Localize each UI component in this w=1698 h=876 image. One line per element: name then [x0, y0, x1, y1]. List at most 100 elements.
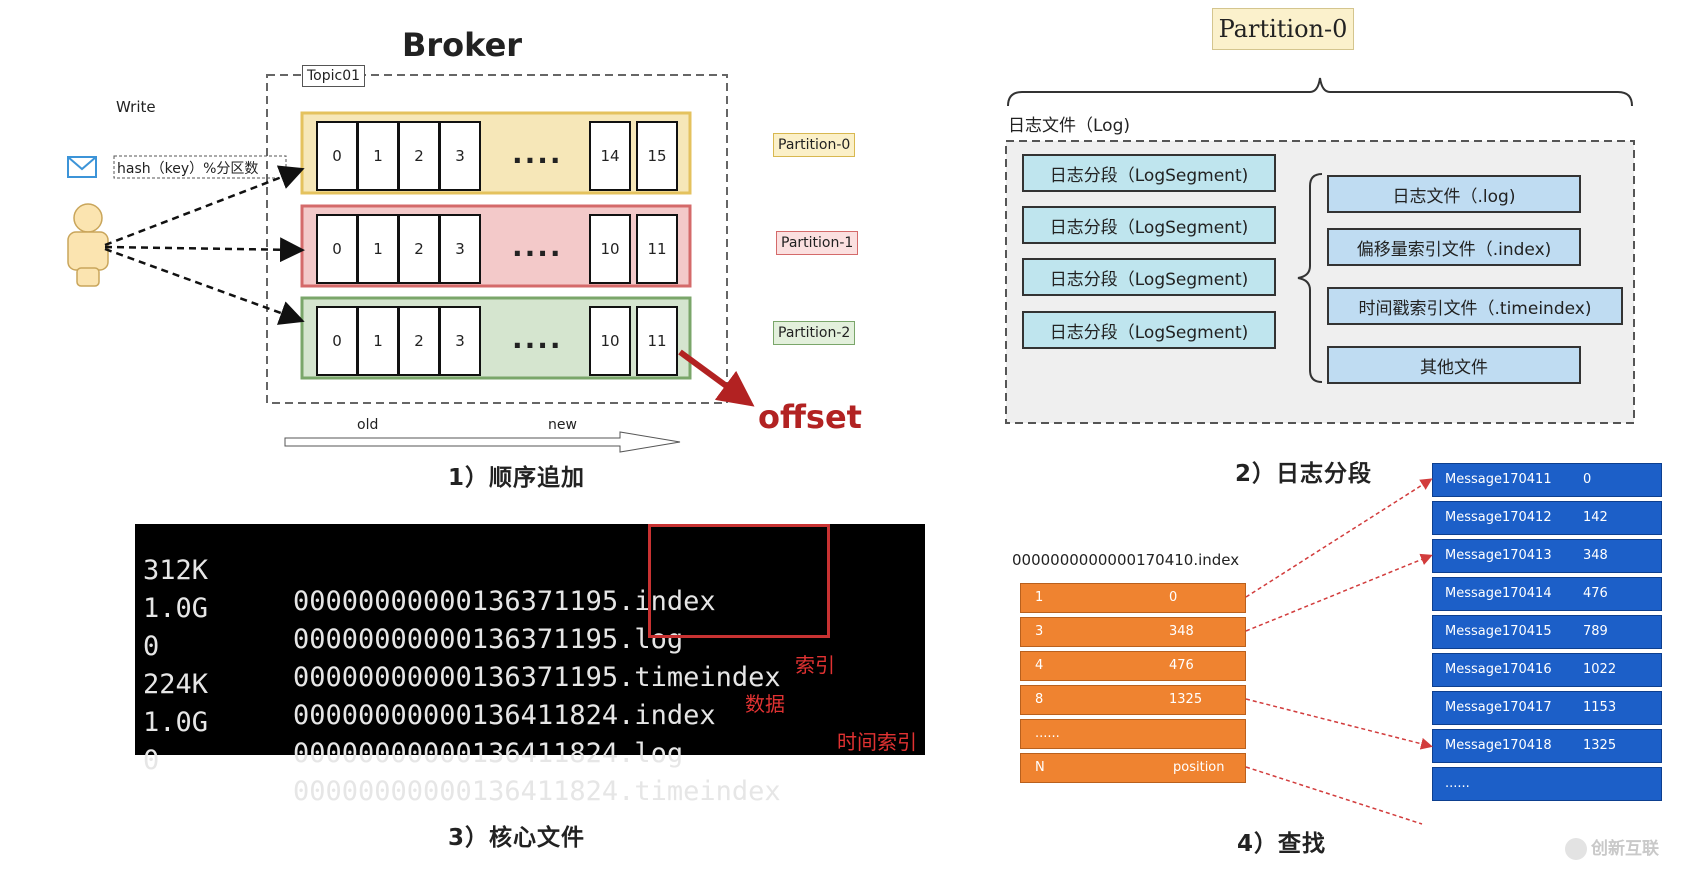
index-relative-offset: N [1035, 760, 1045, 775]
user-legs [76, 267, 100, 287]
write-arrow-2 [104, 247, 305, 325]
cell: 3 [439, 121, 481, 191]
partition-0-label: Partition-0 [773, 133, 856, 157]
message-position: 142 [1583, 510, 1608, 525]
index-relative-offset: 4 [1035, 658, 1044, 673]
index-relative-offset: 3 [1035, 624, 1044, 639]
message-name: ...... [1445, 776, 1470, 791]
email-icon [67, 156, 97, 178]
ellipsis: .... [512, 137, 563, 170]
file-other: 其他文件 [1327, 346, 1581, 384]
highlight-box [648, 524, 830, 638]
write-arrow-1 [104, 237, 305, 263]
message-row: Message170414 476 [1432, 577, 1662, 611]
cell: 2 [398, 214, 440, 284]
partition-1-label: Partition-1 [776, 231, 859, 255]
file-log: 日志文件（.log) [1327, 175, 1581, 213]
watermark-logo: 创新互联 [1565, 834, 1659, 860]
index-row: 3 348 [1020, 617, 1246, 647]
cell: 1 [357, 306, 399, 376]
message-name: Message170416 [1445, 662, 1552, 677]
file-size: 1.0G [143, 593, 209, 624]
cell: 11 [636, 214, 678, 284]
file-row: 0 00000000000136371195.timeindex [143, 600, 781, 693]
new-label: new [548, 417, 577, 433]
message-name: Message170418 [1445, 738, 1552, 753]
index-relative-offset: ...... [1035, 726, 1060, 741]
log-segment: 日志分段（LogSegment) [1022, 154, 1276, 192]
old-new-arrow [284, 431, 681, 453]
message-name: Message170415 [1445, 624, 1552, 639]
message-name: Message170414 [1445, 586, 1552, 601]
offset-label: offset [758, 398, 862, 436]
message-position: 1153 [1583, 700, 1617, 715]
file-size: 224K [143, 669, 209, 700]
cell: 14 [589, 121, 631, 191]
index-position: position [1173, 760, 1225, 775]
topic-label: Topic01 [302, 65, 366, 87]
file-row: 312K 00000000000136371195.index [143, 524, 716, 617]
index-position: 476 [1169, 658, 1194, 673]
caption-log-segments: 2）日志分段 [1235, 461, 1373, 487]
cell: 10 [589, 306, 631, 376]
file-name: 00000000000136371195.log [293, 624, 684, 655]
index-position: 1325 [1169, 692, 1203, 707]
log-segment: 日志分段（LogSegment) [1022, 311, 1276, 349]
index-file-name: 0000000000000170410.index [1012, 551, 1240, 569]
old-label: old [357, 417, 379, 433]
file-name: 00000000000136371195.timeindex [293, 662, 781, 693]
message-name: Message170417 [1445, 700, 1552, 715]
message-position: 1325 [1583, 738, 1617, 753]
watermark-icon [1565, 838, 1587, 860]
message-position: 789 [1583, 624, 1608, 639]
index-position: 0 [1169, 590, 1178, 605]
message-row: Message170417 1153 [1432, 691, 1662, 725]
cell: 15 [636, 121, 678, 191]
index-row: ...... [1020, 719, 1246, 749]
file-row: 1.0G 00000000000136411824.log [143, 676, 683, 769]
message-row: Message170415 789 [1432, 615, 1662, 649]
cell: 3 [439, 306, 481, 376]
lookup-arrow [1245, 766, 1423, 825]
file-index: 偏移量索引文件（.index) [1327, 228, 1581, 266]
message-position: 0 [1583, 472, 1592, 487]
index-position: 348 [1169, 624, 1194, 639]
file-timeindex: 时间戳索引文件（.timeindex) [1327, 287, 1623, 325]
log-segment: 日志分段（LogSegment) [1022, 258, 1276, 296]
cell: 2 [398, 306, 440, 376]
message-position: 1022 [1583, 662, 1617, 677]
file-name: 00000000000136411824.log [293, 738, 684, 769]
file-row: 1.0G 00000000000136371195.log [143, 562, 683, 655]
message-position: 348 [1583, 548, 1608, 563]
annotation-data: 数据 [745, 692, 785, 716]
partition-0-header: Partition-0 [1212, 8, 1354, 50]
message-row: Message170411 0 [1432, 463, 1662, 497]
message-name: Message170411 [1445, 472, 1552, 487]
log-label: 日志文件（Log) [1008, 116, 1130, 136]
terminal-listing: 312K 00000000000136371195.index 1.0G 000… [135, 524, 925, 807]
partition-2-label: Partition-2 [773, 321, 856, 345]
lookup-arrow [1245, 553, 1433, 632]
ellipsis: .... [512, 322, 563, 355]
message-name: Message170412 [1445, 510, 1552, 525]
caption-core-files: 3）核心文件 [448, 825, 586, 851]
log-segment: 日志分段（LogSegment) [1022, 206, 1276, 244]
broker-title: Broker [402, 26, 523, 64]
broker-box [266, 74, 728, 404]
file-name: 00000000000136411824.timeindex [293, 776, 781, 807]
message-position: 476 [1583, 586, 1608, 601]
write-label: Write [116, 98, 156, 116]
caption-lookup: 4）查找 [1237, 831, 1327, 857]
lookup-arrow [1245, 698, 1433, 750]
lookup-arrow [1245, 478, 1433, 598]
message-name: Message170413 [1445, 548, 1552, 563]
message-row: Message170413 348 [1432, 539, 1662, 573]
file-size: 312K [143, 555, 209, 586]
message-row: Message170412 142 [1432, 501, 1662, 535]
ellipsis: .... [512, 230, 563, 263]
index-relative-offset: 1 [1035, 590, 1044, 605]
offset-arrow [678, 349, 755, 407]
file-name: 00000000000136371195.index [293, 586, 716, 617]
